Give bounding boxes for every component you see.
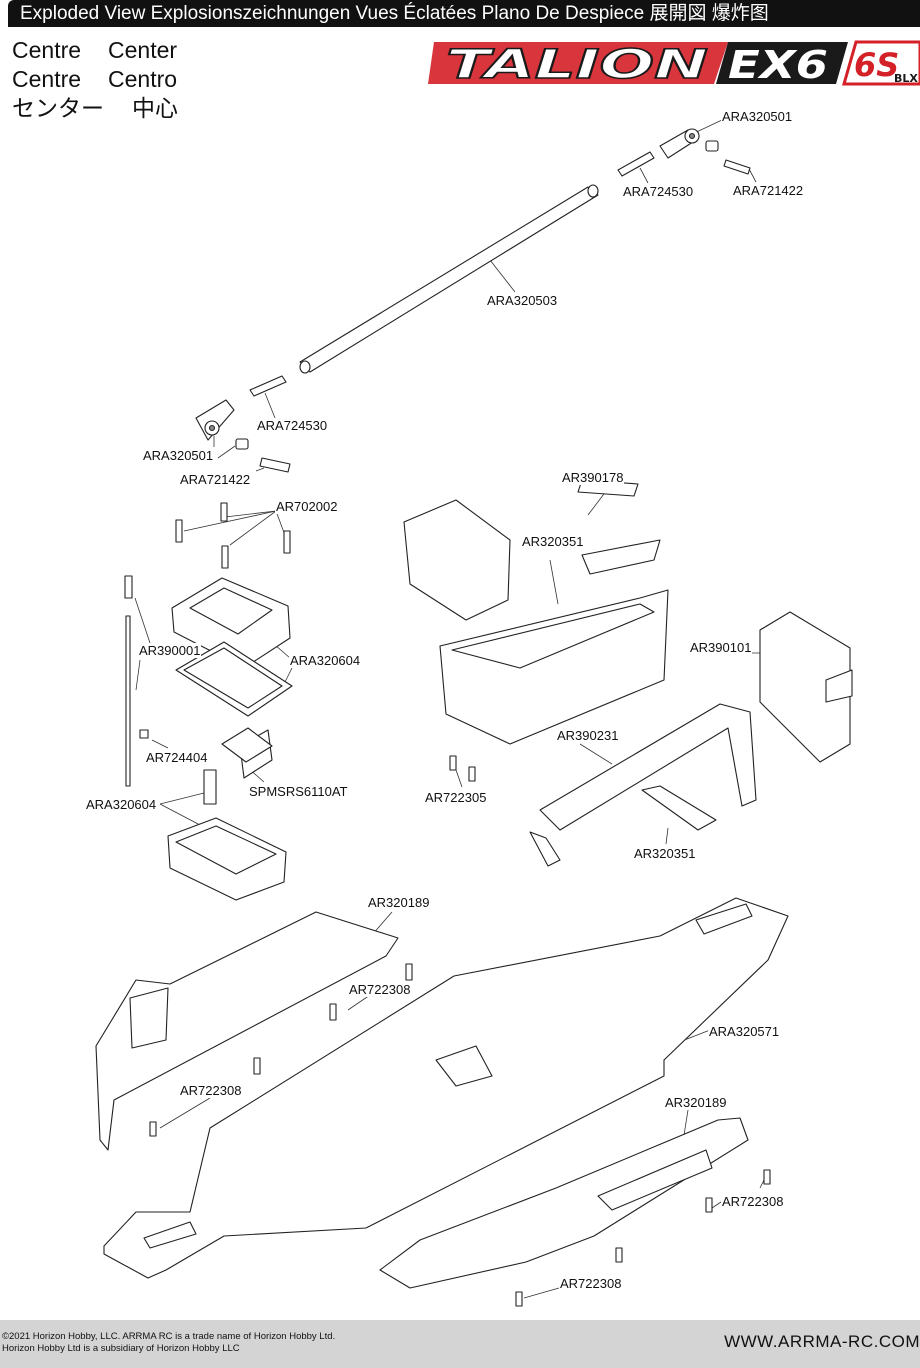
part-label: ARA320503 — [486, 293, 559, 308]
part-label: AR724404 — [145, 750, 209, 765]
header-bar: Exploded View Explosionszeichnungen Vues… — [8, 0, 920, 27]
part-label: AR320351 — [521, 534, 585, 549]
section-label: Center — [108, 37, 178, 63]
part-label: ARA320604 — [85, 797, 158, 812]
battery-strap — [529, 703, 757, 867]
logo-power: 6S — [854, 46, 899, 84]
screws-guard — [149, 963, 771, 1307]
exploded-diagram — [95, 119, 853, 1307]
part-label: AR722308 — [559, 1276, 623, 1291]
chassis-plate — [103, 897, 789, 1279]
receiver-box-lid — [171, 577, 293, 717]
part-label: ARA320501 — [721, 109, 794, 124]
logo-model: EX6 — [728, 43, 828, 87]
screws-small — [175, 502, 291, 569]
copyright: ©2021 Horizon Hobby, LLC. ARRMA RC is a … — [2, 1331, 335, 1355]
receiver-box-base — [167, 817, 287, 901]
part-label: ARA320501 — [142, 448, 215, 463]
part-label: AR320351 — [633, 846, 697, 861]
part-label: AR722308 — [721, 1194, 785, 1209]
part-label: ARA721422 — [732, 183, 805, 198]
logo-name: TALION — [446, 42, 708, 88]
part-label: ARA724530 — [622, 184, 695, 199]
section-row-1: Centre Center — [12, 36, 178, 65]
part-label: ARA721422 — [179, 472, 252, 487]
part-label: AR320189 — [664, 1095, 728, 1110]
part-label: AR390001 — [138, 643, 202, 658]
part-label: ARA320571 — [708, 1024, 781, 1039]
servo-posts — [124, 575, 133, 787]
battery-tray — [403, 479, 669, 745]
part-label: AR702002 — [275, 499, 339, 514]
side-guard-right — [379, 1117, 749, 1289]
part-label: ARA320604 — [289, 653, 362, 668]
part-label: AR320189 — [367, 895, 431, 910]
battery-door — [759, 611, 853, 763]
part-label: AR722308 — [348, 982, 412, 997]
section-title: Centre Center Centre Centro センター 中心 — [12, 36, 178, 123]
section-row-2: Centre Centro — [12, 65, 178, 94]
part-label: AR390101 — [689, 640, 753, 655]
section-label: 中心 — [132, 95, 178, 121]
section-label: Centre — [12, 37, 82, 63]
copyright-line: ©2021 Horizon Hobby, LLC. ARRMA RC is a … — [2, 1331, 336, 1342]
logo-suffix: BLX — [894, 72, 918, 85]
rod-end-bottom — [195, 375, 291, 473]
copyright-line: Horizon Hobby Ltd is a subsidiary of Hor… — [2, 1343, 240, 1354]
part-label: AR390178 — [561, 470, 625, 485]
footer: ©2021 Horizon Hobby, LLC. ARRMA RC is a … — [0, 1320, 920, 1368]
section-label: センター — [12, 95, 104, 121]
servo — [139, 727, 273, 805]
website-link[interactable]: WWW.ARRMA-RC.COM — [724, 1332, 920, 1351]
part-label: SPMSRS6110AT — [248, 784, 349, 799]
part-label: AR390231 — [556, 728, 620, 743]
section-label: Centro — [108, 66, 178, 92]
section-label: Centre — [12, 66, 82, 92]
steering-tube — [299, 184, 599, 374]
side-guard-left — [95, 911, 399, 1151]
rod-end-top — [617, 128, 751, 177]
part-label: ARA724530 — [256, 418, 329, 433]
section-row-3: センター 中心 — [12, 94, 178, 123]
header-title: Exploded View Explosionszeichnungen Vues… — [20, 3, 769, 24]
talion-logo: TALION EX6 6S BLX — [428, 40, 920, 89]
part-label: AR722305 — [424, 790, 488, 805]
screws-tray — [449, 755, 476, 782]
part-label: AR722308 — [179, 1083, 243, 1098]
